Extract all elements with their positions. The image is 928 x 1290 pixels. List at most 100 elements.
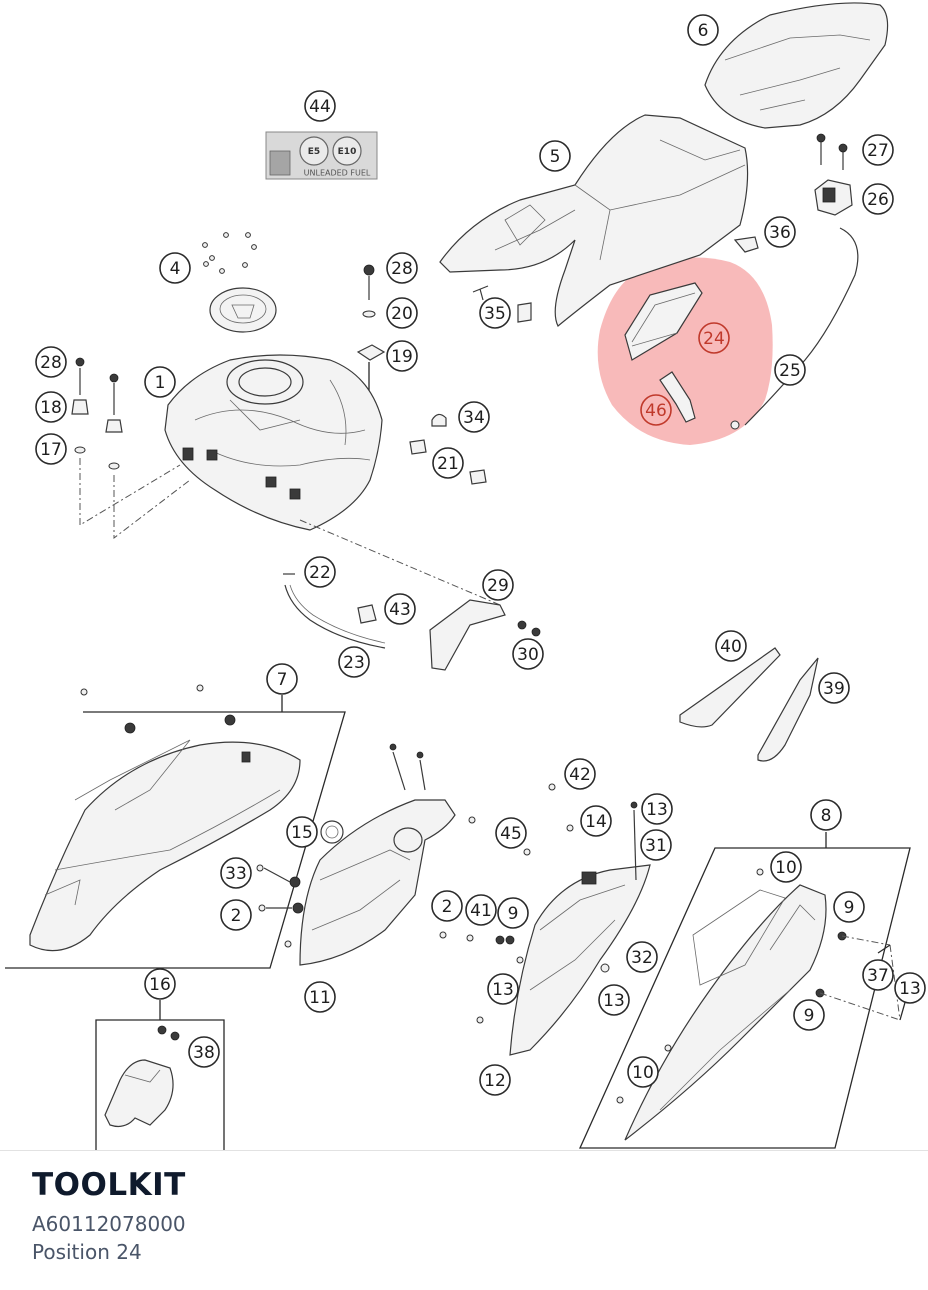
callout-circle [627,1056,659,1088]
callout-circle [487,973,519,1005]
callout-c9b[interactable]: 9 [833,891,865,923]
callout-c7[interactable]: 7 [266,663,298,695]
callout-c14[interactable]: 14 [580,805,612,837]
callout-c36[interactable]: 36 [764,216,796,248]
cable-end [730,420,740,430]
callout-c27[interactable]: 27 [862,134,894,166]
callout-c26[interactable]: 26 [862,183,894,215]
callout-circle [144,366,176,398]
callout-c29[interactable]: 29 [482,569,514,601]
mount-bolt-stack-right [356,264,386,395]
callout-c20[interactable]: 20 [386,297,418,329]
callout-circle [386,340,418,372]
callout-label: 5 [550,147,561,167]
callout-label: 9 [844,898,855,918]
callout-label: 42 [569,765,591,785]
callout-c13d[interactable]: 13 [894,972,926,1004]
callout-c30[interactable]: 30 [512,638,544,670]
callout-c33[interactable]: 33 [220,857,252,889]
callout-c11[interactable]: 11 [304,981,336,1013]
callout-circle [598,984,630,1016]
toolkit-bag-part[interactable] [624,282,703,361]
callout-label: 21 [437,454,459,474]
callout-c2a[interactable]: 2 [431,890,463,922]
part-position: Position 24 [32,1240,142,1264]
callout-c28a[interactable]: 28 [386,252,418,284]
callout-circle [286,816,318,848]
tool-strap-part[interactable] [659,371,696,423]
callout-c8[interactable]: 8 [810,799,842,831]
fuel-cap-part [202,232,277,333]
callout-c19[interactable]: 19 [386,340,418,372]
callout-label: 28 [391,259,413,279]
clip-part-21b [469,469,487,485]
callout-c43[interactable]: 43 [384,593,416,625]
callout-circle [35,433,67,465]
callout-c23[interactable]: 23 [338,646,370,678]
callout-c5[interactable]: 5 [539,140,571,172]
callout-label: 23 [343,653,365,673]
callout-label: 45 [500,824,522,844]
callout-c42[interactable]: 42 [564,758,596,790]
callout-c6[interactable]: 6 [687,14,719,46]
callout-circle [386,252,418,284]
callout-circle [764,216,796,248]
decal-part-40 [679,647,781,728]
callout-c24[interactable]: 24 [698,322,730,354]
callout-c22[interactable]: 22 [304,556,336,588]
callout-c35[interactable]: 35 [479,297,511,329]
screw-part-35 [472,285,489,301]
callout-c10a[interactable]: 10 [770,851,802,883]
diagram-canvas: E5 E10 UNLEADED FUEL [5,2,926,1150]
callout-c16[interactable]: 16 [144,968,176,1000]
callout-c25[interactable]: 25 [774,354,806,386]
callout-circle [479,1064,511,1096]
callout-circle [641,793,673,825]
callout-c37[interactable]: 37 [862,959,894,991]
vent-hose-part [284,584,386,649]
callout-c18[interactable]: 18 [35,391,67,423]
callout-c45[interactable]: 45 [495,817,527,849]
callout-c44[interactable]: 44 [304,90,336,122]
callout-c15[interactable]: 15 [286,816,318,848]
callout-label: 11 [309,988,331,1008]
callout-c4[interactable]: 4 [159,252,191,284]
callout-c34[interactable]: 34 [458,401,490,433]
callout-c17[interactable]: 17 [35,433,67,465]
callout-c38[interactable]: 38 [188,1036,220,1068]
callout-circle [626,941,658,973]
callout-c2b[interactable]: 2 [220,899,252,931]
callout-label: 24 [703,329,725,349]
callout-label: 39 [823,679,845,699]
callout-c13a[interactable]: 13 [641,793,673,825]
callout-circle [770,851,802,883]
callout-c41[interactable]: 41 [465,894,497,926]
exploded-parts-diagram: E5 E10 UNLEADED FUEL [5,2,926,1150]
callout-c40[interactable]: 40 [715,630,747,662]
callout-c10b[interactable]: 10 [627,1056,659,1088]
selected-part-highlight[interactable] [597,257,773,446]
callout-c12[interactable]: 12 [479,1064,511,1096]
callout-c9a[interactable]: 9 [497,897,529,929]
tail-fairing-part [616,868,901,1141]
callout-c9c[interactable]: 9 [793,999,825,1031]
callout-c1[interactable]: 1 [144,366,176,398]
callout-c21[interactable]: 21 [432,447,464,479]
callout-c39[interactable]: 39 [818,672,850,704]
callout-label: 13 [603,991,625,1011]
callout-c13b[interactable]: 13 [487,973,519,1005]
callout-circle [432,447,464,479]
callout-label: 35 [484,304,506,324]
callout-circle [384,593,416,625]
callout-c13c[interactable]: 13 [598,984,630,1016]
callout-circle [479,297,511,329]
callout-c32[interactable]: 32 [626,941,658,973]
callout-label: 30 [517,645,539,665]
callout-circle [338,646,370,678]
callout-circle [220,899,252,931]
callout-c46[interactable]: 46 [640,394,672,426]
callout-c28b[interactable]: 28 [35,346,67,378]
callout-c31[interactable]: 31 [640,829,672,861]
callout-circle [640,394,672,426]
